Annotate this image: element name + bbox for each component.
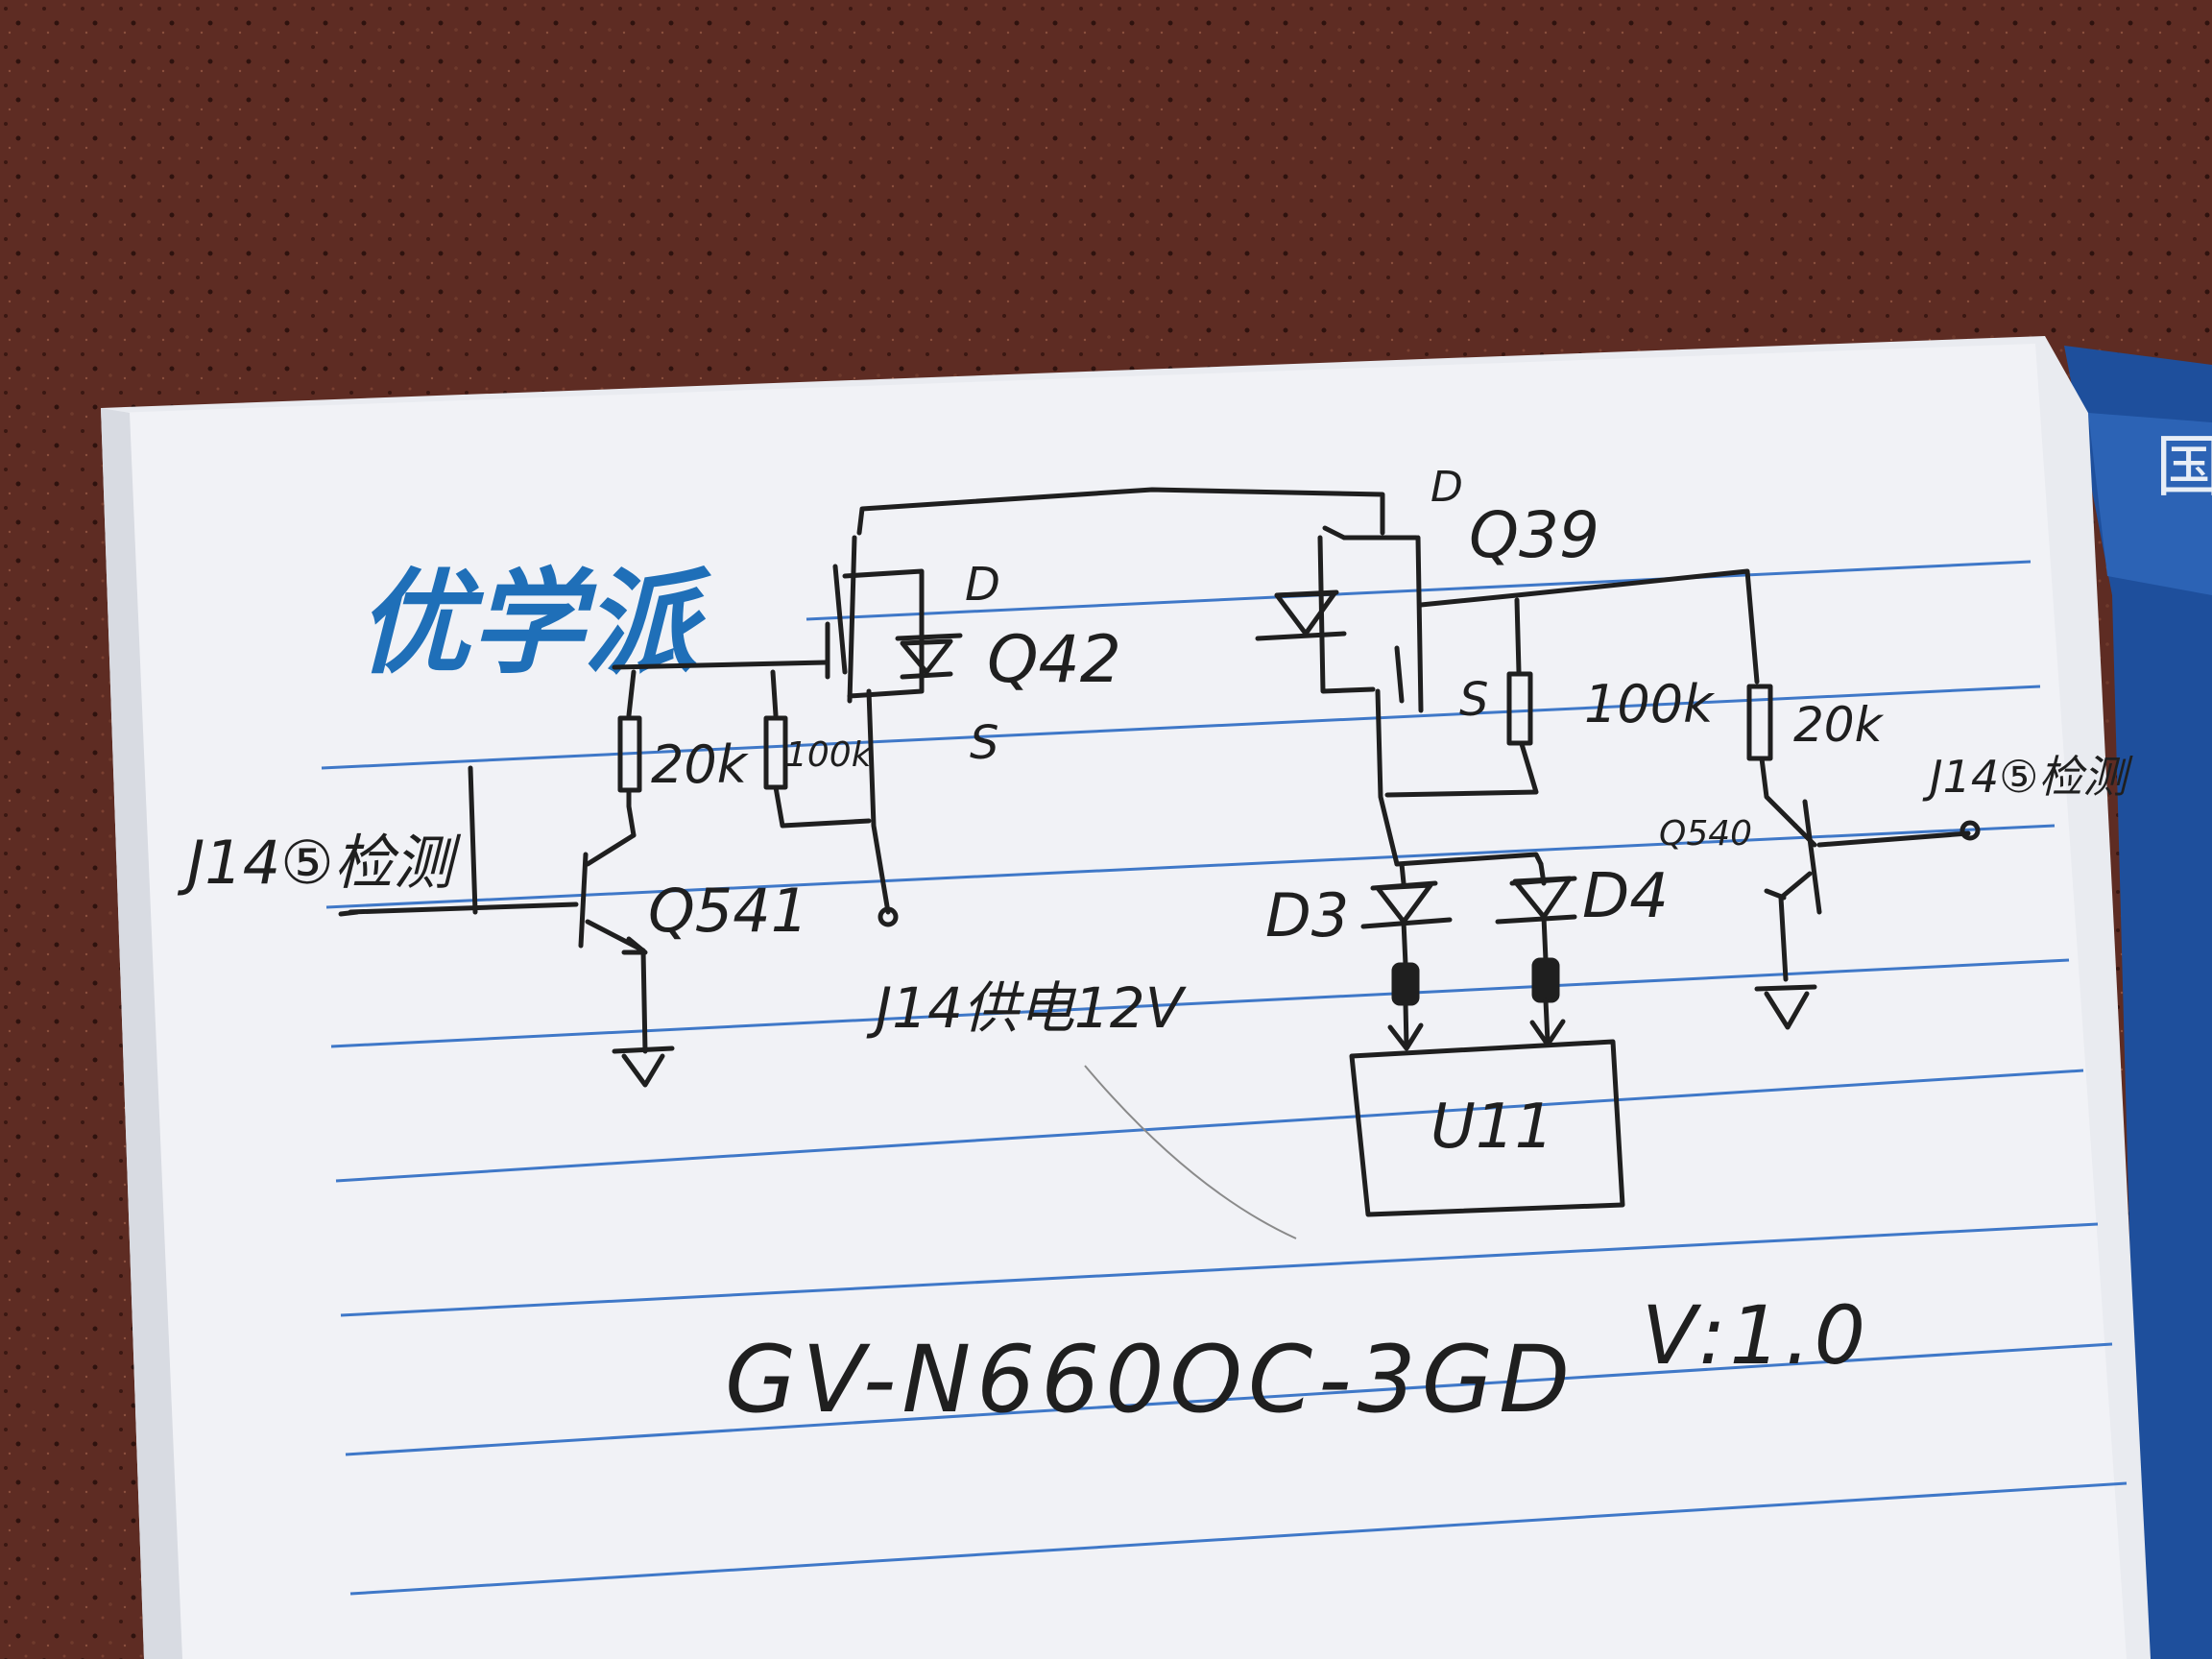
r100k-left-label: 100k bbox=[785, 735, 874, 775]
q541-label: Q541 bbox=[648, 876, 808, 946]
brand-logo: 优学派 bbox=[357, 557, 711, 689]
q42-drain-label: D bbox=[965, 558, 1000, 612]
j14-supply-label: J14供电12V bbox=[866, 975, 1188, 1041]
cover-char: 国 bbox=[2155, 427, 2212, 506]
r20k-left-label: 20k bbox=[651, 734, 750, 795]
q39-drain-label: D bbox=[1431, 463, 1463, 512]
q39-label: Q39 bbox=[1469, 498, 1599, 572]
q42-label: Q42 bbox=[987, 622, 1121, 698]
r100k-right-label: 100k bbox=[1584, 674, 1716, 734]
notebook-cover: 国 bbox=[2064, 346, 2212, 1659]
d4-label: D4 bbox=[1582, 861, 1669, 932]
schematic-wires bbox=[338, 487, 1981, 1217]
q540-label: Q540 bbox=[1659, 814, 1752, 854]
q39-source-label: S bbox=[1459, 673, 1488, 727]
d3-label: D3 bbox=[1265, 880, 1349, 950]
pencil-stray-mark bbox=[1084, 1065, 1297, 1239]
version-label: V:1.0 bbox=[1642, 1288, 1869, 1382]
r20k-right-label: 20k bbox=[1793, 697, 1885, 753]
j14-detect-left-label: J14⑤检测 bbox=[177, 828, 462, 898]
u11-label: U11 bbox=[1431, 1092, 1553, 1163]
j14-detect-right-label: J14⑤检测 bbox=[1922, 751, 2133, 803]
schematic-labels: Q42 D S Q39 D S Q541 Q540 20k 100k 100k … bbox=[177, 463, 2133, 1433]
model-label: GV-N660OC-3GD bbox=[725, 1326, 1575, 1433]
q42-source-label: S bbox=[970, 716, 998, 770]
